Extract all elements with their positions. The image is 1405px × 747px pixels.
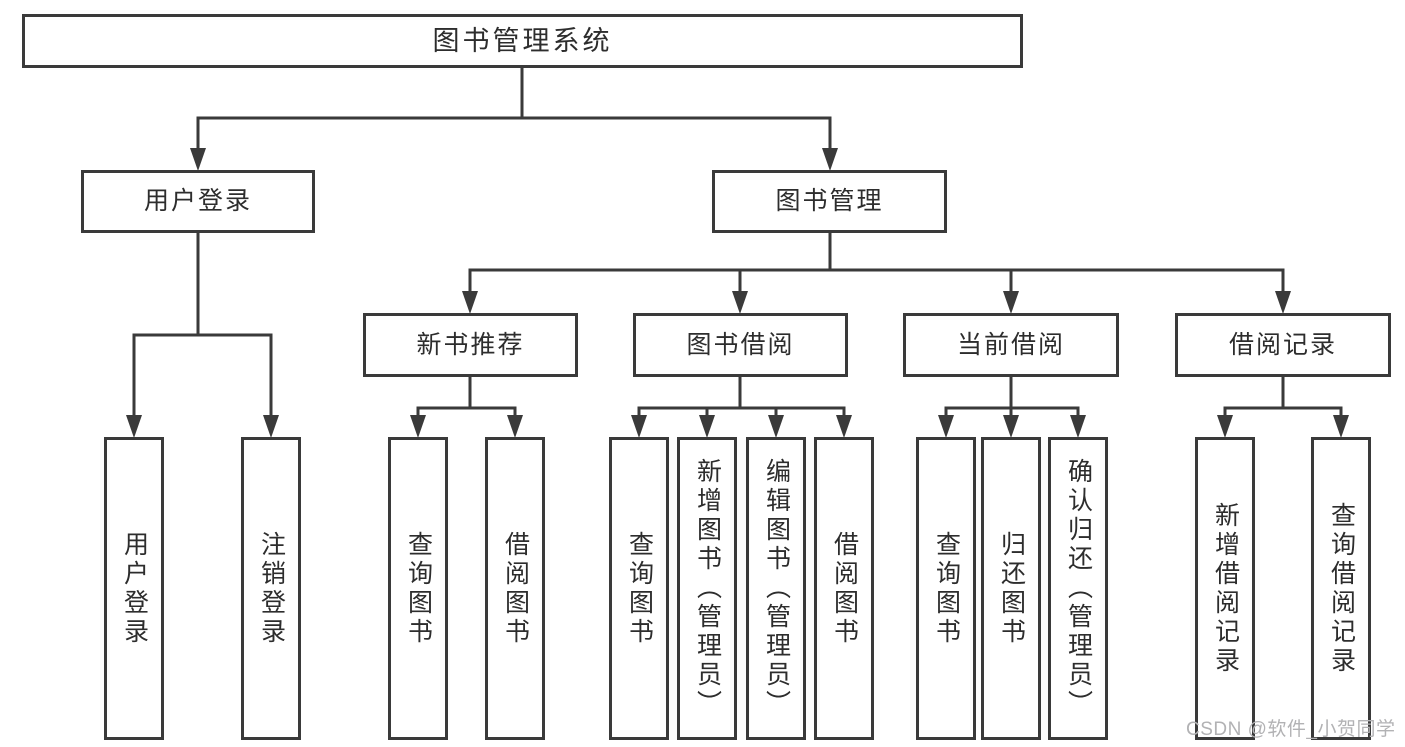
node-user-login: 用户登录 (81, 170, 315, 233)
node-root-library-system: 图书管理系统 (22, 14, 1023, 68)
node-book-management: 图书管理 (712, 170, 947, 233)
node-borrowing-records: 借阅记录 (1175, 313, 1391, 377)
leaf-borrowing-borrow-books: 借阅图书 (814, 437, 874, 740)
leaf-current-return-books: 归还图书 (981, 437, 1041, 740)
node-new-book-recommend: 新书推荐 (363, 313, 578, 377)
leaf-records-query-record: 查询借阅记录 (1311, 437, 1371, 740)
leaf-logout: 注销登录 (241, 437, 301, 740)
leaf-records-add-record: 新增借阅记录 (1195, 437, 1255, 740)
leaf-current-query-books: 查询图书 (916, 437, 976, 740)
leaf-newbooks-borrow-books: 借阅图书 (485, 437, 545, 740)
node-book-borrowing: 图书借阅 (633, 313, 848, 377)
leaf-borrowing-edit-books-admin: 编辑图书（管理员） (746, 437, 806, 740)
leaf-borrowing-query-books: 查询图书 (609, 437, 669, 740)
node-current-borrowing: 当前借阅 (903, 313, 1119, 377)
leaf-borrowing-add-books-admin: 新增图书（管理员） (677, 437, 737, 740)
csdn-watermark: CSDN @软件_小贺同学 (1186, 719, 1396, 740)
arrowheads (126, 148, 1349, 438)
leaf-newbooks-query-books: 查询图书 (388, 437, 448, 740)
leaf-user-login: 用户登录 (104, 437, 164, 740)
leaf-current-confirm-return-admin: 确认归还（管理员） (1048, 437, 1108, 740)
